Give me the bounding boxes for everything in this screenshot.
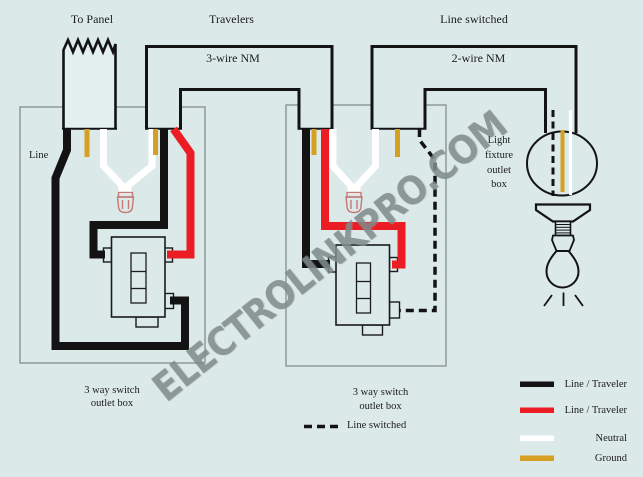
legend-label-line-traveler-red: Line / Traveler [564,405,627,416]
light-rays [543,292,584,307]
lamp-socket-thread [554,220,572,237]
line-switched-top-label: Line switched [440,12,508,26]
legend-swatch-white [520,435,554,441]
legend-swatches [304,381,554,461]
neutral-wire-from-3wire-box2 [329,129,355,194]
switch1-toggle [130,252,147,304]
traveler-red-box2 [321,129,406,269]
traveler-red-box1 [167,126,195,259]
switch-box1-label-line2: outlet box [90,397,134,409]
switch2-right-bottom-terminal [388,301,401,319]
switch2-toggle [355,262,372,314]
lamp-canopy [534,203,592,223]
legend-label-ground: Ground [594,453,627,464]
light-fixture-label-1: Light [487,135,511,146]
traveler-black-box2 [302,129,330,268]
switch-box2-label-line1: 3 way switch [352,386,409,398]
to-panel-label: To Panel [70,12,114,26]
two-wire-nm-label: 2-wire NM [451,51,506,65]
switch1-bottom-tab [135,316,159,328]
wire-nut-1 [116,191,135,214]
lamp-socket-cup [551,234,575,252]
box1-wires [51,126,195,350]
legend-swatch-red [520,407,554,413]
three-way-switch-1 [102,236,175,328]
line-wire-black-box1 [51,129,189,350]
neutral-wire-from-3wire [124,129,156,194]
panel-cable [62,36,117,130]
legend-label-line-traveler-black: Line / Traveler [564,379,627,390]
switch1-body [110,236,166,318]
switched-line-dashed-wire [399,129,437,313]
three-wire-nm-label: 3-wire NM [206,51,260,65]
three-way-switch-2 [327,244,401,336]
switch-outlet-box-1-outline [19,106,206,364]
switch-box2-label-line2: outlet box [359,400,402,412]
neutral-wire-from-2wire [353,129,379,194]
neutral-wire-from-panel [100,129,126,194]
switch2-body [335,244,391,326]
switch-box1-label-line1: 3 way switch [84,384,140,396]
travelers-label: Travelers [209,12,254,26]
traveler-black-box1 [89,129,168,259]
box2-wires [302,129,437,313]
switch-outlet-box-2-outline [285,104,447,367]
light-bulb [545,250,580,289]
legend-swatch-black [520,381,554,387]
two-wire-nm-cable [370,45,578,133]
cable-channel-masks [148,101,424,130]
light-fixture-label-2: fixture [485,150,513,161]
light-fixture [526,110,598,307]
line-switched-legend-label: Line switched [347,420,407,431]
light-fixture-label-4: box [491,179,507,190]
legend-label-neutral: Neutral [595,433,628,444]
line-label: Line [29,150,49,161]
switch2-bottom-tab [361,324,384,336]
light-fixture-label-3: outlet [487,164,511,176]
legend-swatch-gold [520,455,554,461]
